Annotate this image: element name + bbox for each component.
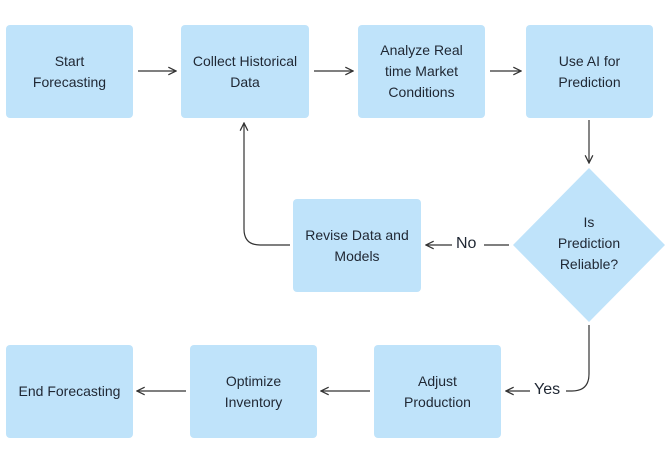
node-start: Start Forecasting bbox=[6, 25, 133, 118]
edge-label-no: No bbox=[456, 235, 477, 253]
node-end: End Forecasting bbox=[6, 345, 133, 438]
edge-revise-to-collect bbox=[244, 123, 290, 246]
edge-decision-yes bbox=[566, 325, 590, 392]
node-optimize-inventory: Optimize Inventory bbox=[190, 345, 317, 438]
node-analyze-market: Analyze Real time Market Conditions bbox=[358, 25, 485, 118]
decision-diamond bbox=[513, 168, 665, 322]
node-revise-data-models: Revise Data and Models bbox=[293, 199, 421, 292]
node-adjust-production: Adjust Production bbox=[374, 345, 501, 438]
decision-label: Is Prediction Reliable? bbox=[557, 214, 621, 272]
edge-label-yes: Yes bbox=[534, 381, 561, 399]
node-use-ai-prediction: Use AI for Prediction bbox=[526, 25, 653, 118]
node-collect-historical-data: Collect Historical Data bbox=[181, 25, 309, 118]
